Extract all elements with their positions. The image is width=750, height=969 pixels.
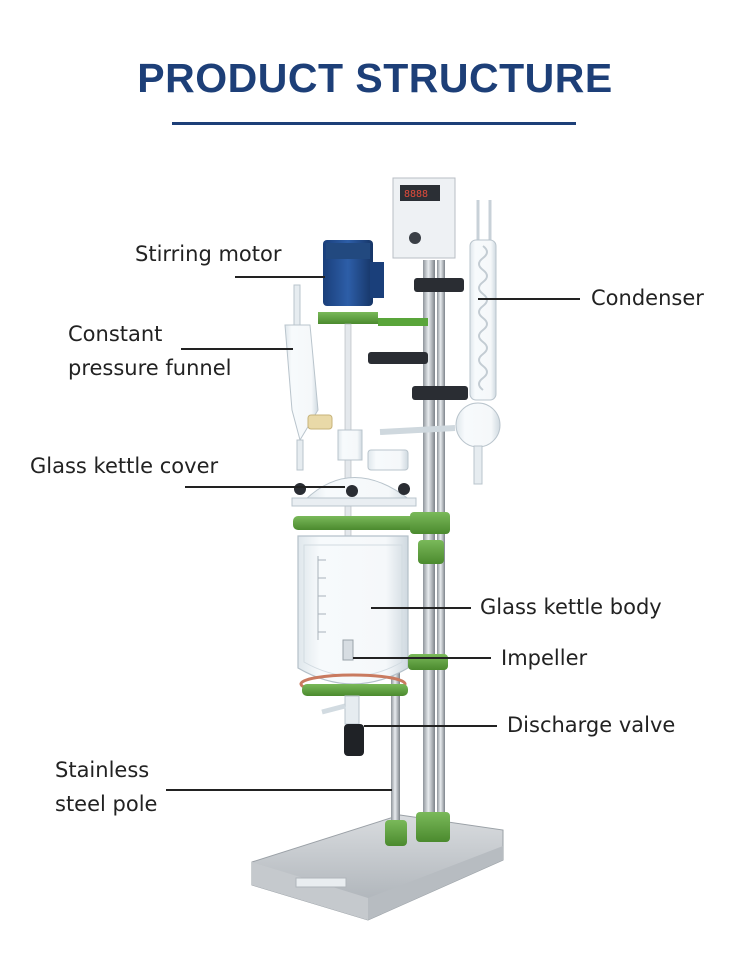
controller-box: 8888 <box>392 177 456 259</box>
discharge-valve <box>321 695 364 756</box>
label-stirring-motor: Stirring motor <box>135 242 282 266</box>
label-funnel-line1: Constant <box>68 322 163 346</box>
stirring-motor <box>318 240 428 326</box>
pole-left <box>391 600 400 840</box>
label-impeller: Impeller <box>501 646 588 670</box>
label-pole-line1: Stainless <box>55 758 150 782</box>
label-kettle-body: Glass kettle body <box>480 595 662 619</box>
pressure-funnel <box>284 284 333 471</box>
label-pole-line2: steel pole <box>55 792 158 816</box>
impeller <box>342 639 354 661</box>
title-underline <box>172 122 576 125</box>
leader-stirring-motor <box>235 276 325 278</box>
label-kettle-cover: Glass kettle cover <box>30 454 219 478</box>
kettle-cover <box>291 429 417 507</box>
leader-discharge-valve <box>364 725 497 727</box>
label-funnel-line2: pressure funnel <box>68 356 232 380</box>
kettle-body <box>297 535 409 685</box>
leader-funnel <box>181 348 293 350</box>
svg-text:8888: 8888 <box>404 189 428 200</box>
label-condenser: Condenser <box>591 286 704 310</box>
label-discharge-valve: Discharge valve <box>507 713 676 737</box>
leader-impeller <box>353 657 491 659</box>
condenser <box>379 200 501 485</box>
leader-kettle-body <box>371 607 471 609</box>
leader-stainless-pole <box>166 789 392 791</box>
leader-condenser <box>478 298 580 300</box>
base-plate <box>251 814 504 921</box>
page-title: PRODUCT STRUCTURE <box>137 55 613 101</box>
leader-kettle-cover <box>185 486 345 488</box>
